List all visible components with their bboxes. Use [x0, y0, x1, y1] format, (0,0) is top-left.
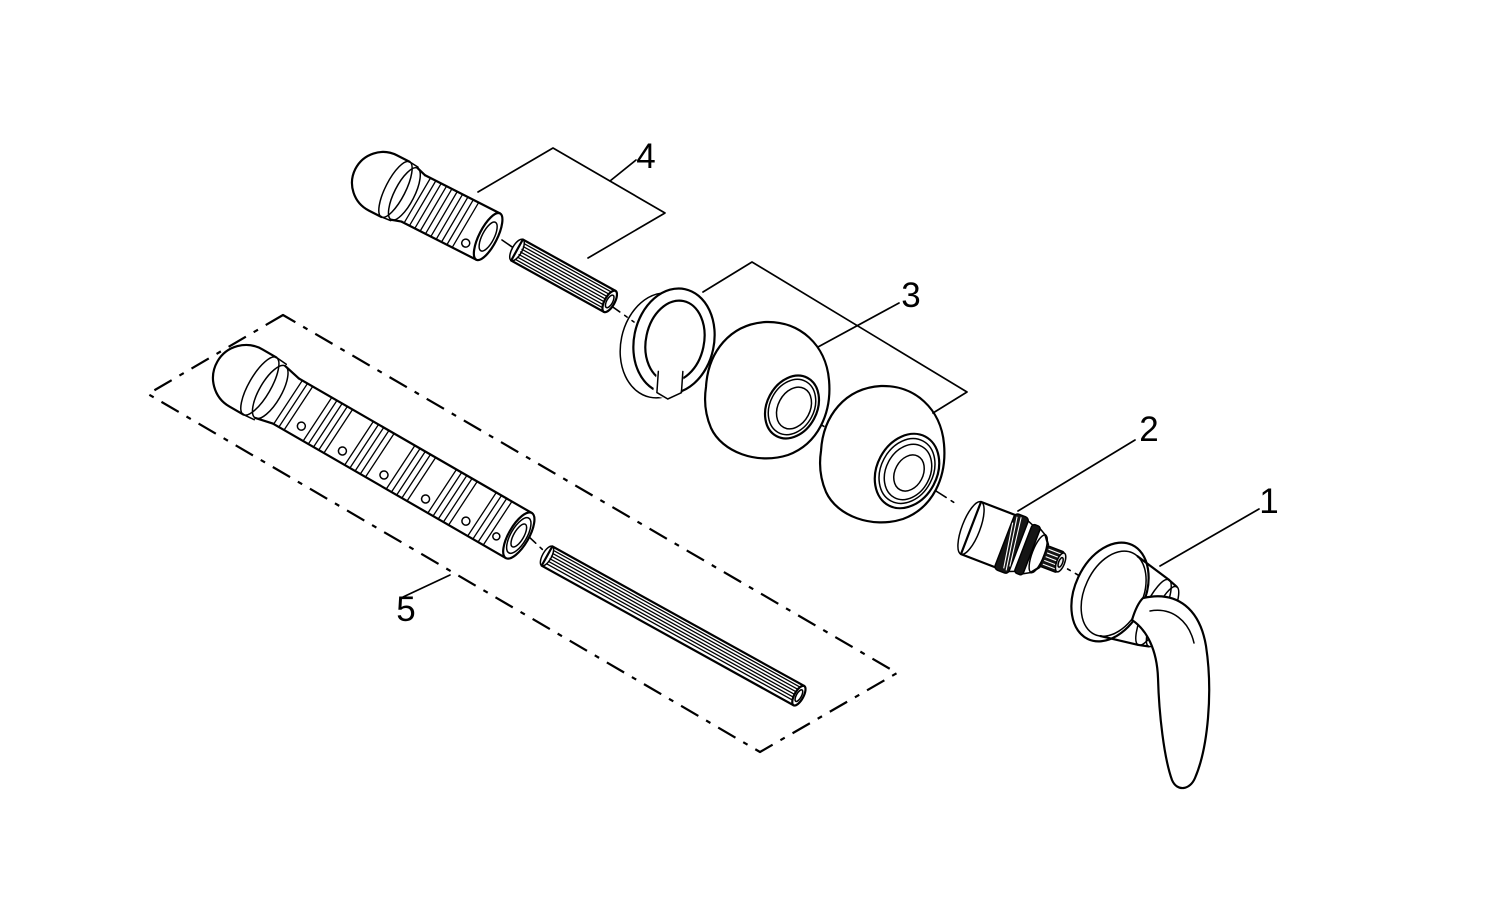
leader-label-3: [817, 302, 900, 348]
part-labels: 4 3 2 1 5: [396, 137, 1278, 629]
splined-adapter-rod: [508, 238, 619, 314]
part-label-4: 4: [636, 137, 655, 176]
leader-lines: [402, 147, 1260, 598]
mounting-ring: [619, 287, 716, 402]
leader-label-5: [402, 574, 451, 598]
leader-label-1: [1159, 508, 1260, 567]
handle-escutcheon: [1070, 541, 1180, 648]
valve-cartridge: [957, 500, 1067, 576]
escutcheon-front: [703, 320, 831, 460]
escutcheon-rear: [818, 384, 946, 524]
leader-bracket-3: [702, 261, 968, 414]
leader-label-4: [609, 159, 637, 182]
lever-handle: [1070, 541, 1211, 790]
part-label-3: 3: [901, 276, 920, 315]
leader-bracket-4: [477, 147, 666, 259]
kit-boundary-parallelogram: [146, 313, 899, 754]
leader-label-2: [1017, 439, 1136, 512]
long-splined-rod: [539, 545, 807, 707]
centerlines: [228, 239, 1079, 576]
long-extension-nipple: [211, 343, 536, 560]
part-label-2: 2: [1139, 410, 1158, 449]
part-label-1: 1: [1259, 482, 1278, 521]
short-extension-nipple: [350, 150, 504, 262]
part-label-5: 5: [396, 590, 415, 629]
escutcheon-set: [619, 287, 946, 524]
handle-lever: [1130, 595, 1211, 790]
part-5-kit-boundary-group: [146, 313, 899, 754]
